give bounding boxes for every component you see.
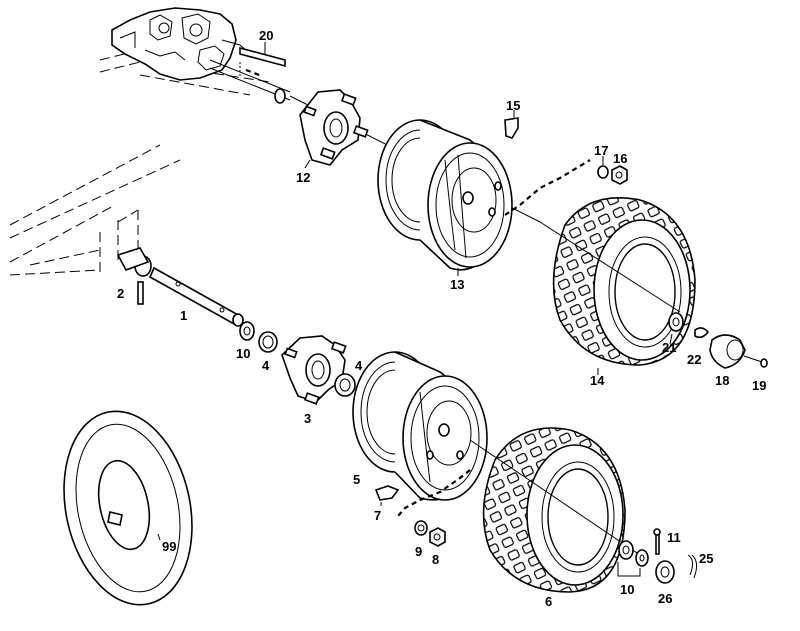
upper-stud-path xyxy=(504,159,591,216)
upper-rim-part-13 xyxy=(377,119,513,276)
callout-13: 13 xyxy=(450,277,464,292)
callout-7: 7 xyxy=(374,508,381,523)
callout-18: 18 xyxy=(715,373,729,388)
upper-axle-centerline xyxy=(539,221,681,313)
callout-4-lower: 4 xyxy=(355,358,363,373)
callout-4-upper: 4 xyxy=(262,358,270,373)
callout-17: 17 xyxy=(594,143,608,158)
callout-1: 1 xyxy=(180,308,187,323)
callout-26: 26 xyxy=(658,591,672,606)
callout-15: 15 xyxy=(506,98,520,113)
lower-bearing-part-4a xyxy=(258,331,278,353)
pin-part-2 xyxy=(137,281,144,305)
callout-10-lower: 10 xyxy=(620,582,634,597)
callout-5: 5 xyxy=(353,472,360,487)
lower-valve-stem-part-7 xyxy=(374,485,400,506)
lower-washer-part-10 xyxy=(239,321,255,341)
callout-20: 20 xyxy=(259,28,273,43)
lower-rim-part-5 xyxy=(352,351,488,501)
lower-bearing-part-4b xyxy=(334,373,356,397)
callout-14: 14 xyxy=(590,373,605,388)
callout-11: 11 xyxy=(667,530,681,545)
mount-bracket xyxy=(116,247,150,271)
callout-12: 12 xyxy=(296,170,310,185)
upper-tire-part-14 xyxy=(552,197,696,375)
key-part-20 xyxy=(239,42,286,68)
lower-nut-washer xyxy=(414,520,446,547)
upper-nut-washer xyxy=(597,156,628,185)
lower-tire-part-6 xyxy=(482,427,626,593)
upper-valve-stem-part-15 xyxy=(504,110,519,139)
callout-22: 22 xyxy=(687,352,701,367)
callout-2: 2 xyxy=(117,286,124,301)
upper-end-fittings xyxy=(668,312,768,369)
transaxle-housing xyxy=(111,7,249,81)
callout-16: 16 xyxy=(613,151,627,166)
callout-99: 99 xyxy=(162,539,176,554)
callout-labels: 20 15 17 16 12 13 2 1 10 4 4 3 21 22 18 … xyxy=(117,28,766,609)
callout-3: 3 xyxy=(304,411,311,426)
chassis-frame xyxy=(9,49,271,276)
lower-stud-path xyxy=(397,469,471,517)
lower-axle-tube-part-1 xyxy=(134,255,244,327)
callout-6: 6 xyxy=(545,594,552,609)
lower-axle-centerline xyxy=(469,439,641,556)
upper-hub-flange-part-12 xyxy=(299,89,369,169)
callout-25: 25 xyxy=(699,551,713,566)
callout-9: 9 xyxy=(415,544,422,559)
callout-8: 8 xyxy=(432,552,439,567)
callout-10-upper: 10 xyxy=(236,346,250,361)
callout-19: 19 xyxy=(752,378,766,393)
callout-21: 21 xyxy=(662,340,676,355)
lower-end-fittings xyxy=(617,528,698,584)
inner-tube-part-99 xyxy=(63,410,193,606)
lower-hub-flange-part-3 xyxy=(281,335,347,405)
